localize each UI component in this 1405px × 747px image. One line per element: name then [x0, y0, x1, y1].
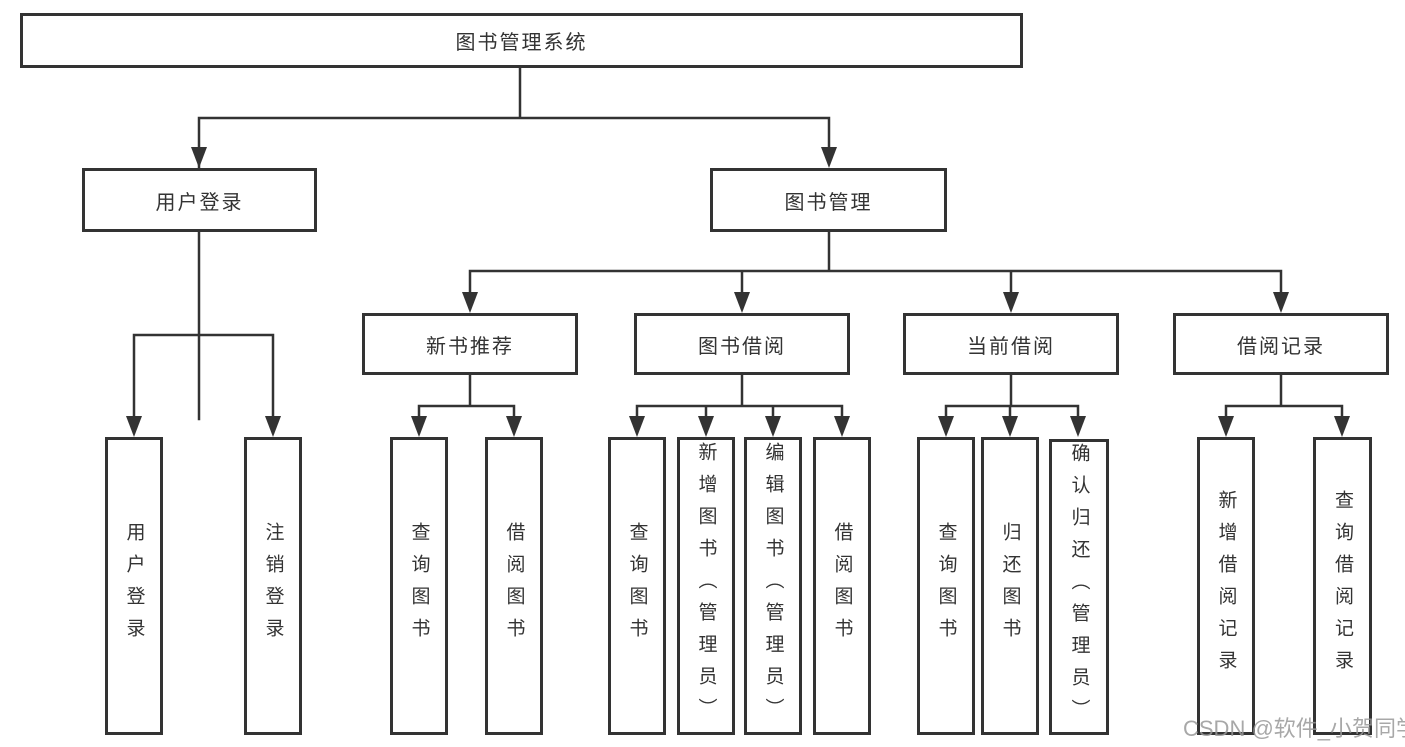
arrowhead: [834, 416, 850, 437]
leaf-confirm-return-admin: 确认归还（管理员）: [1049, 439, 1109, 735]
watermark: CSDN @软件_小贺同学: [1183, 716, 1405, 741]
node-user-login-label: 用户登录: [155, 191, 244, 214]
arrowhead: [1334, 416, 1350, 437]
node-book-management: 图书管理: [710, 168, 947, 232]
leaf-user-login-label: 用户登录: [123, 522, 145, 650]
leaf-user-login: 用户登录: [105, 437, 163, 735]
leaf-query-books-borrow-label: 查询图书: [626, 522, 648, 650]
node-current-borrow-label: 当前借阅: [967, 335, 1055, 358]
arrowhead: [1218, 416, 1234, 437]
arrowhead: [265, 416, 281, 437]
arrowhead: [191, 147, 207, 168]
node-user-login: 用户登录: [82, 168, 317, 232]
leaf-query-books-recommend-label: 查询图书: [408, 522, 430, 650]
leaf-borrow-books-recommend-label: 借阅图书: [503, 522, 525, 650]
leaf-borrow-books-label: 借阅图书: [831, 522, 853, 650]
arrowhead: [629, 416, 645, 437]
node-root: 图书管理系统: [20, 13, 1023, 68]
leaf-add-borrow-record-label: 新增借阅记录: [1215, 490, 1237, 682]
leaf-confirm-return-admin-label: 确认归还（管理员）: [1068, 443, 1090, 731]
leaf-borrow-books-recommend: 借阅图书: [485, 437, 543, 735]
arrowhead: [765, 416, 781, 437]
node-borrow-records: 借阅记录: [1173, 313, 1389, 375]
node-new-book-recommend-label: 新书推荐: [426, 335, 514, 358]
arrowhead: [1070, 416, 1086, 437]
leaf-add-book-admin: 新增图书（管理员）: [677, 437, 735, 735]
node-root-label: 图书管理系统: [455, 32, 588, 54]
node-book-borrow-label: 图书借阅: [698, 335, 786, 358]
arrowhead: [734, 292, 750, 313]
arrowhead: [938, 416, 954, 437]
leaf-query-books-current: 查询图书: [917, 437, 975, 735]
leaf-query-books-current-label: 查询图书: [935, 522, 957, 650]
arrowhead: [1002, 416, 1018, 437]
arrowhead: [506, 416, 522, 437]
leaf-query-books-recommend: 查询图书: [390, 437, 448, 735]
leaf-add-book-admin-label: 新增图书（管理员）: [695, 442, 717, 730]
node-new-book-recommend: 新书推荐: [362, 313, 578, 375]
leaf-edit-book-admin: 编辑图书（管理员）: [744, 437, 802, 735]
leaf-add-borrow-record: 新增借阅记录: [1197, 437, 1255, 735]
node-borrow-records-label: 借阅记录: [1237, 335, 1325, 358]
leaf-query-borrow-record: 查询借阅记录: [1313, 437, 1372, 735]
arrowhead: [698, 416, 714, 437]
tree-connector-lines: [132, 66, 1344, 421]
leaf-return-book: 归还图书: [981, 437, 1039, 735]
leaf-logout-label: 注销登录: [262, 522, 284, 650]
arrowheads: [126, 147, 1350, 437]
arrowhead: [126, 416, 142, 437]
node-current-borrow: 当前借阅: [903, 313, 1119, 375]
leaf-query-books-borrow: 查询图书: [608, 437, 666, 735]
arrowhead: [1273, 292, 1289, 313]
leaf-edit-book-admin-label: 编辑图书（管理员）: [762, 442, 784, 730]
node-book-borrow: 图书借阅: [634, 313, 850, 375]
arrowhead: [1003, 292, 1019, 313]
leaf-query-borrow-record-label: 查询借阅记录: [1332, 490, 1353, 682]
arrowhead: [462, 292, 478, 313]
arrowhead: [821, 147, 837, 168]
leaf-return-book-label: 归还图书: [999, 522, 1021, 650]
leaf-borrow-books: 借阅图书: [813, 437, 871, 735]
arrowhead: [411, 416, 427, 437]
node-book-management-label: 图书管理: [784, 191, 873, 214]
leaf-logout: 注销登录: [244, 437, 302, 735]
